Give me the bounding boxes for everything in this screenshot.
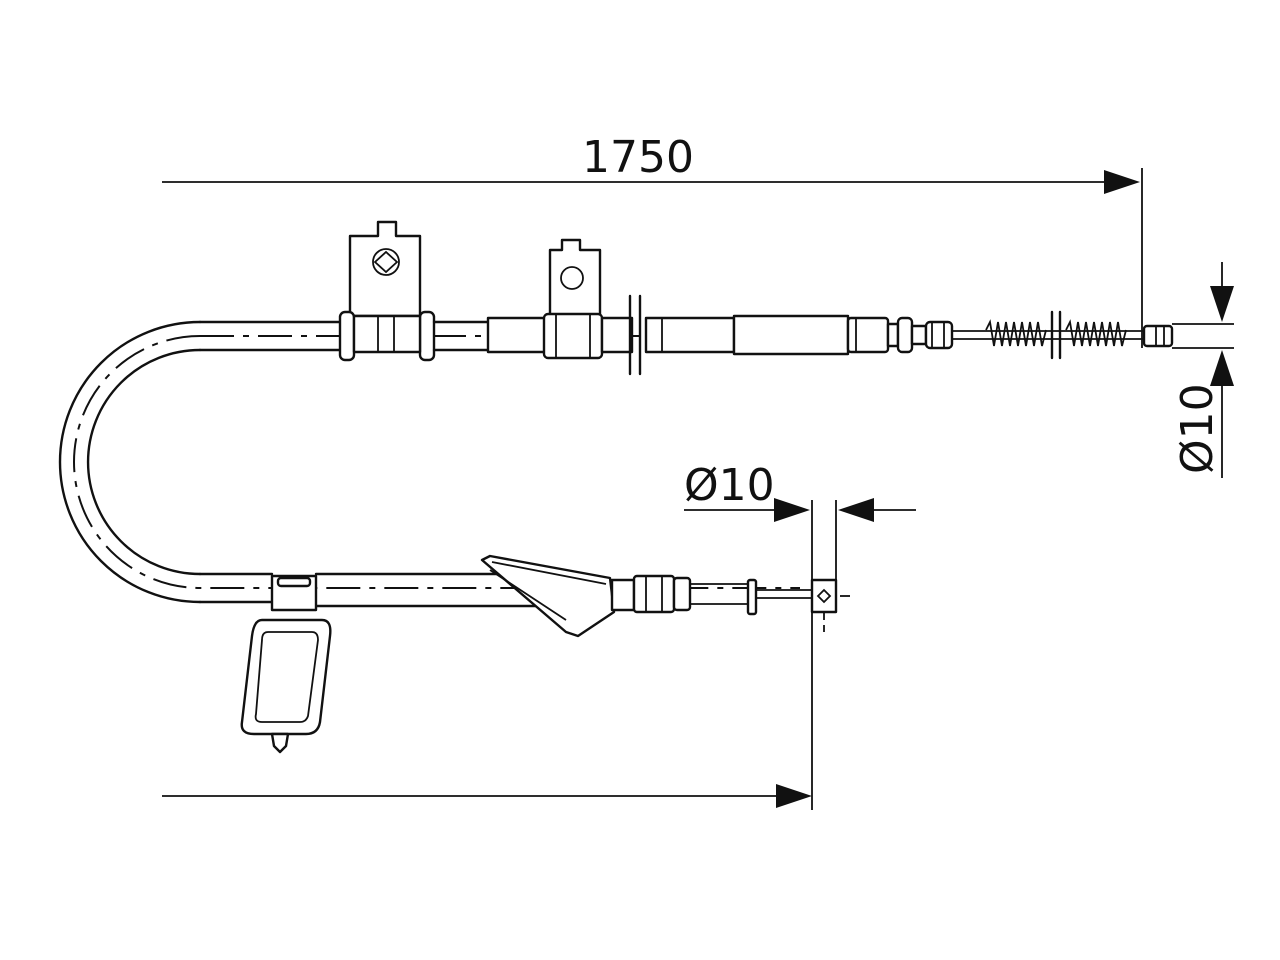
dimension-diameter-bottom: Ø10 bbox=[684, 460, 916, 522]
upper-bracket-2 bbox=[486, 238, 634, 360]
upper-sleeve bbox=[644, 314, 954, 356]
dimension-length: 1750 bbox=[162, 132, 1143, 348]
right-end-nipple bbox=[1142, 324, 1174, 348]
dimension-diameter-right-label: Ø10 bbox=[1172, 383, 1223, 474]
dimension-length-lower bbox=[162, 500, 837, 810]
grommet-lower bbox=[480, 554, 616, 638]
upper-bracket-1 bbox=[338, 220, 436, 362]
mounting-clip-lower bbox=[240, 574, 332, 754]
spring-right bbox=[985, 310, 1127, 360]
lower-end-fittings bbox=[610, 574, 850, 632]
dimension-diameter-bottom-label: Ø10 bbox=[684, 460, 775, 511]
cable-break-mark-upper bbox=[628, 294, 642, 376]
dimension-diameter-right: Ø10 bbox=[1172, 262, 1234, 478]
dimension-length-label: 1750 bbox=[582, 132, 694, 183]
upper-sheath-segment bbox=[432, 320, 490, 352]
